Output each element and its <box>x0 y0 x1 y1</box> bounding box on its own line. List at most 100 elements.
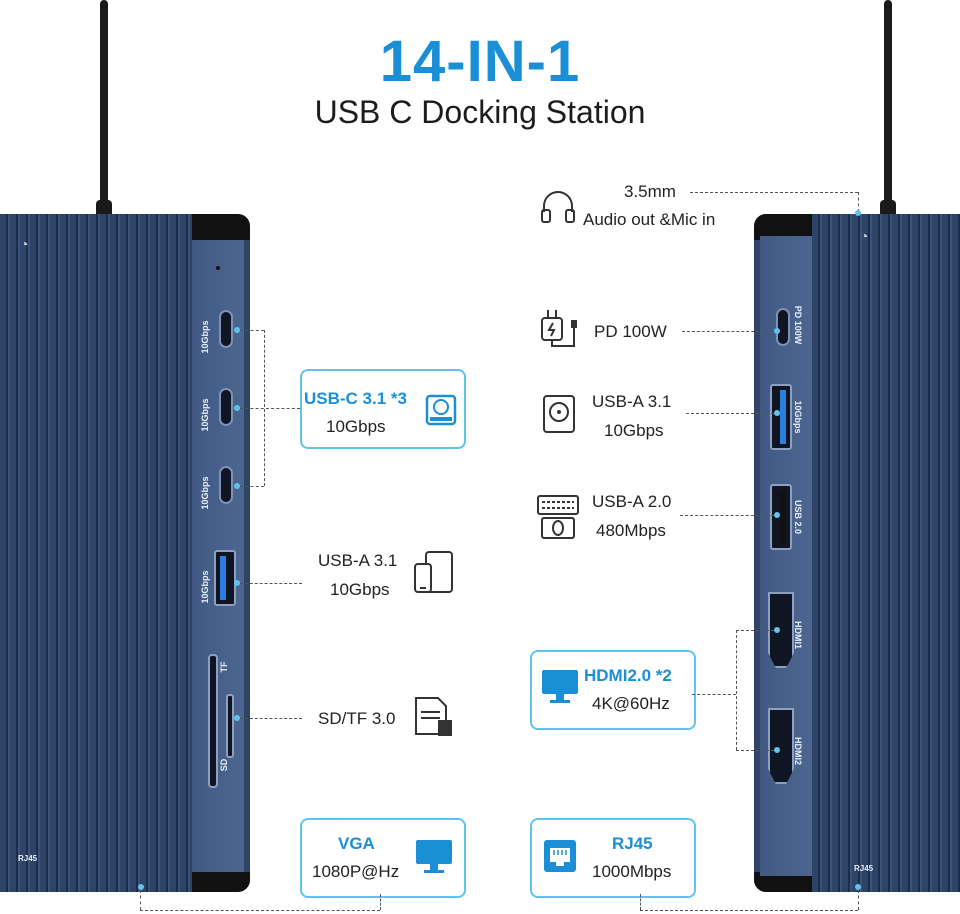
right-logo-mark: ◔ <box>860 228 869 244</box>
left-usbc-port-1[interactable] <box>219 310 233 348</box>
usba-left-line <box>240 583 302 584</box>
vga-dot <box>138 884 144 890</box>
hdmi-callout-title: HDMI2.0 *2 <box>584 666 672 685</box>
hard-disk-icon <box>542 394 578 439</box>
left-cable <box>100 0 108 222</box>
headset-icon <box>538 188 578 233</box>
right-rj45-label: RJ45 <box>854 864 874 873</box>
usbc-callout-sub: 10Gbps <box>326 417 386 436</box>
hdmi-dot-2 <box>774 747 780 753</box>
ethernet-icon <box>542 838 578 879</box>
left-hub-fins <box>0 214 192 892</box>
keyboard-mouse-icon <box>536 494 580 545</box>
left-usba-port[interactable] <box>214 550 236 606</box>
hdmi-line-2 <box>736 750 774 751</box>
pd-line <box>682 331 774 332</box>
sd-card-slot[interactable] <box>208 654 218 788</box>
usbc-callout-title: USB-C 3.1 *3 <box>304 389 407 408</box>
right-hub-fins <box>812 214 960 892</box>
hdmi-callout-box: HDMI2.0 *2 4K@60Hz <box>530 650 696 730</box>
left-usba-insert <box>220 556 226 600</box>
left-usbc-label-1: 10Gbps <box>200 320 210 354</box>
right-hub: ◔ PD 100W 10Gbps USB 2.0 HDMI1 HDMI2 RJ4… <box>754 214 960 892</box>
tf-card-slot[interactable] <box>226 694 234 758</box>
usbc-dot-3 <box>234 483 240 489</box>
right-usba31-port[interactable] <box>770 384 792 450</box>
audio-dot <box>855 210 861 216</box>
left-usbc-label-3: 10Gbps <box>200 476 210 510</box>
hdmi-line <box>692 694 736 695</box>
rj45-dot <box>855 884 861 890</box>
usba-left-sub: 10Gbps <box>330 580 390 599</box>
monitor-icon-hdmi <box>540 666 580 711</box>
left-usbc-label-2: 10Gbps <box>200 398 210 432</box>
usba20-line <box>680 515 774 516</box>
left-hub: ◔ 10Gbps 10Gbps 10Gbps 10Gbps TF SD RJ45 <box>0 214 250 892</box>
right-usba31-insert <box>780 390 786 444</box>
usba20-sub: 480Mbps <box>596 521 666 540</box>
sdtf-line <box>240 718 302 719</box>
usba-left-dot <box>234 580 240 586</box>
left-rj45-label: RJ45 <box>18 854 38 863</box>
right-pd-label: PD 100W <box>793 305 803 345</box>
hdmi-callout-sub: 4K@60Hz <box>592 694 670 713</box>
vga-callout-sub: 1080P@Hz <box>312 862 400 881</box>
usba31-line <box>686 413 774 414</box>
left-usbc-port-2[interactable] <box>219 388 233 426</box>
usbc-line-2 <box>240 408 300 409</box>
hdmi-line-1 <box>736 630 774 631</box>
pd-title: PD 100W <box>594 322 667 341</box>
monitor-icon <box>414 836 454 881</box>
sdtf-dot <box>234 715 240 721</box>
right-pd-port[interactable] <box>776 308 790 346</box>
audio-title: 3.5mm <box>624 182 676 201</box>
audio-sub: Audio out &Mic in <box>583 210 716 229</box>
phone-tablet-icon <box>412 550 456 601</box>
audio-vline <box>858 192 859 212</box>
audio-line <box>690 192 858 193</box>
tf-slot-label: TF <box>219 661 229 673</box>
right-hdmi2-label: HDMI2 <box>793 736 803 765</box>
usbc-bracket <box>264 330 265 486</box>
vga-callout-box: VGA 1080P@Hz <box>300 818 466 898</box>
right-usba20-insert <box>780 490 786 544</box>
usba31-dot <box>774 410 780 416</box>
usba31-right-title: USB-A 3.1 <box>592 392 672 411</box>
vga-vline-2 <box>380 894 381 910</box>
page-title: 14-IN-1 <box>379 29 581 94</box>
sdtf-title: SD/TF 3.0 <box>318 709 396 728</box>
vga-vline <box>140 890 141 910</box>
usbc-line-1 <box>240 330 264 331</box>
usba20-dot <box>774 512 780 518</box>
right-hdmi1-label: HDMI1 <box>793 620 803 649</box>
right-hub-bottom-cap <box>754 872 814 892</box>
page-subtitle: USB C Docking Station <box>314 94 646 130</box>
left-hub-top-cap <box>192 214 250 240</box>
rj45-vline <box>640 894 641 910</box>
right-usba31-label: 10Gbps <box>793 400 803 434</box>
left-hub-bottom-cap <box>192 872 250 892</box>
vga-hline <box>140 910 380 911</box>
right-hub-top-cap <box>754 214 814 240</box>
usba-left-title: USB-A 3.1 <box>318 551 398 570</box>
usbc-callout-box: USB-C 3.1 *3 10Gbps <box>300 369 466 449</box>
hdmi-bracket <box>736 630 737 750</box>
right-hdmi2-port[interactable] <box>768 708 794 784</box>
sd-card-icon <box>412 694 456 743</box>
sd-slot-label: SD <box>219 758 229 772</box>
rj45-hline <box>640 910 858 911</box>
left-usbc-port-3[interactable] <box>219 466 233 504</box>
left-logo-mark: ◔ <box>20 236 29 252</box>
right-usba20-label: USB 2.0 <box>793 499 803 534</box>
hdmi-dot-1 <box>774 627 780 633</box>
left-usba-label: 10Gbps <box>200 570 210 604</box>
usba20-title: USB-A 2.0 <box>592 492 672 511</box>
rj45-vline-2 <box>858 890 859 910</box>
hard-drive-icon <box>424 393 458 432</box>
pd-dot <box>774 328 780 334</box>
rj45-callout-sub: 1000Mbps <box>592 862 672 881</box>
rj45-callout-title: RJ45 <box>612 834 653 853</box>
right-usba20-port[interactable] <box>770 484 792 550</box>
left-power-led <box>216 266 220 270</box>
usbc-line-3 <box>240 486 264 487</box>
